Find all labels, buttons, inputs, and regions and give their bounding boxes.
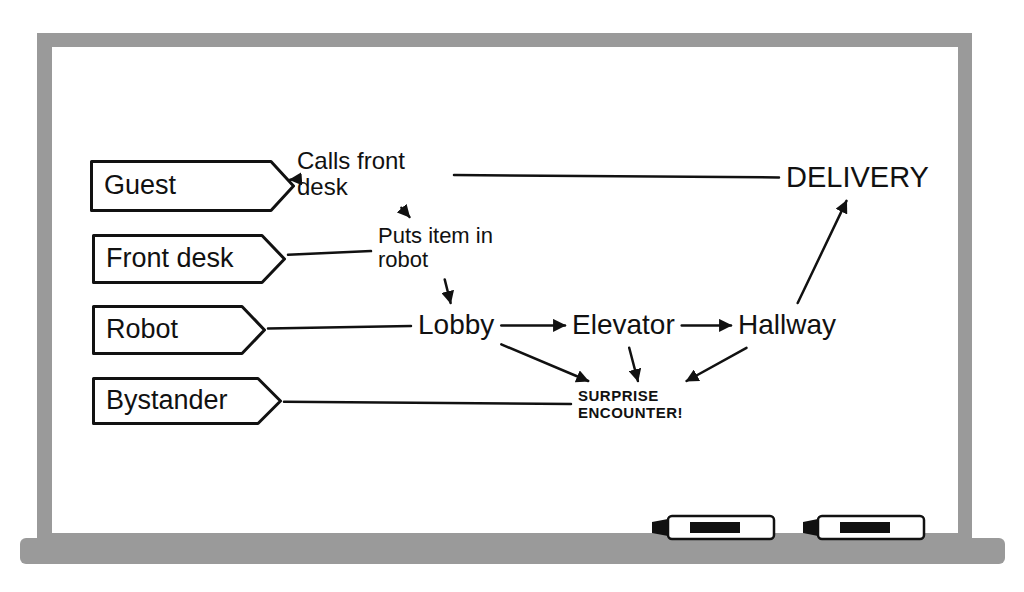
flow-arrow bbox=[629, 348, 638, 381]
node-label: SURPRISE ENCOUNTER! bbox=[578, 388, 710, 421]
flow-arrow bbox=[290, 178, 297, 181]
actor-tag: Guest bbox=[90, 160, 295, 212]
node-label: Puts item in robot bbox=[378, 224, 496, 272]
actor-tag: Front desk bbox=[92, 234, 286, 284]
step-text: Puts item in robot bbox=[378, 224, 496, 272]
goal-text: DELIVERY bbox=[786, 162, 929, 194]
flow-arrow bbox=[687, 348, 747, 381]
node-label: DELIVERY bbox=[786, 162, 929, 194]
node-label: Hallway bbox=[738, 310, 836, 341]
flow-arrow bbox=[401, 208, 409, 217]
timeline-line bbox=[454, 175, 779, 177]
node-label: Front desk bbox=[106, 244, 234, 274]
actor-tag: Robot bbox=[92, 305, 266, 355]
marker bbox=[803, 516, 924, 539]
node-label: Robot bbox=[106, 315, 178, 345]
flow-arrow bbox=[445, 279, 451, 303]
timeline-line bbox=[288, 251, 371, 255]
flow-arrow bbox=[501, 344, 588, 381]
marker bbox=[652, 516, 774, 539]
board-surface bbox=[52, 47, 958, 533]
node-label: Elevator bbox=[572, 310, 675, 341]
board-frame bbox=[37, 33, 972, 545]
timeline-line bbox=[268, 326, 411, 328]
flow-arrow bbox=[798, 201, 847, 303]
step-text: Lobby bbox=[418, 310, 494, 341]
marker-tray bbox=[20, 538, 1005, 564]
step-text: Calls front desk bbox=[297, 148, 447, 201]
actor-tag: Bystander bbox=[92, 377, 282, 425]
node-label: Guest bbox=[104, 171, 176, 201]
node-label: Calls front desk bbox=[297, 148, 447, 201]
event-text: SURPRISE ENCOUNTER! bbox=[578, 388, 710, 421]
step-text: Hallway bbox=[738, 310, 836, 341]
node-label: Bystander bbox=[106, 386, 228, 416]
flow-arrow bbox=[501, 324, 565, 327]
flow-arrow bbox=[682, 324, 731, 327]
timeline-line bbox=[284, 402, 571, 404]
step-text: Elevator bbox=[572, 310, 675, 341]
node-label: Lobby bbox=[418, 310, 494, 341]
